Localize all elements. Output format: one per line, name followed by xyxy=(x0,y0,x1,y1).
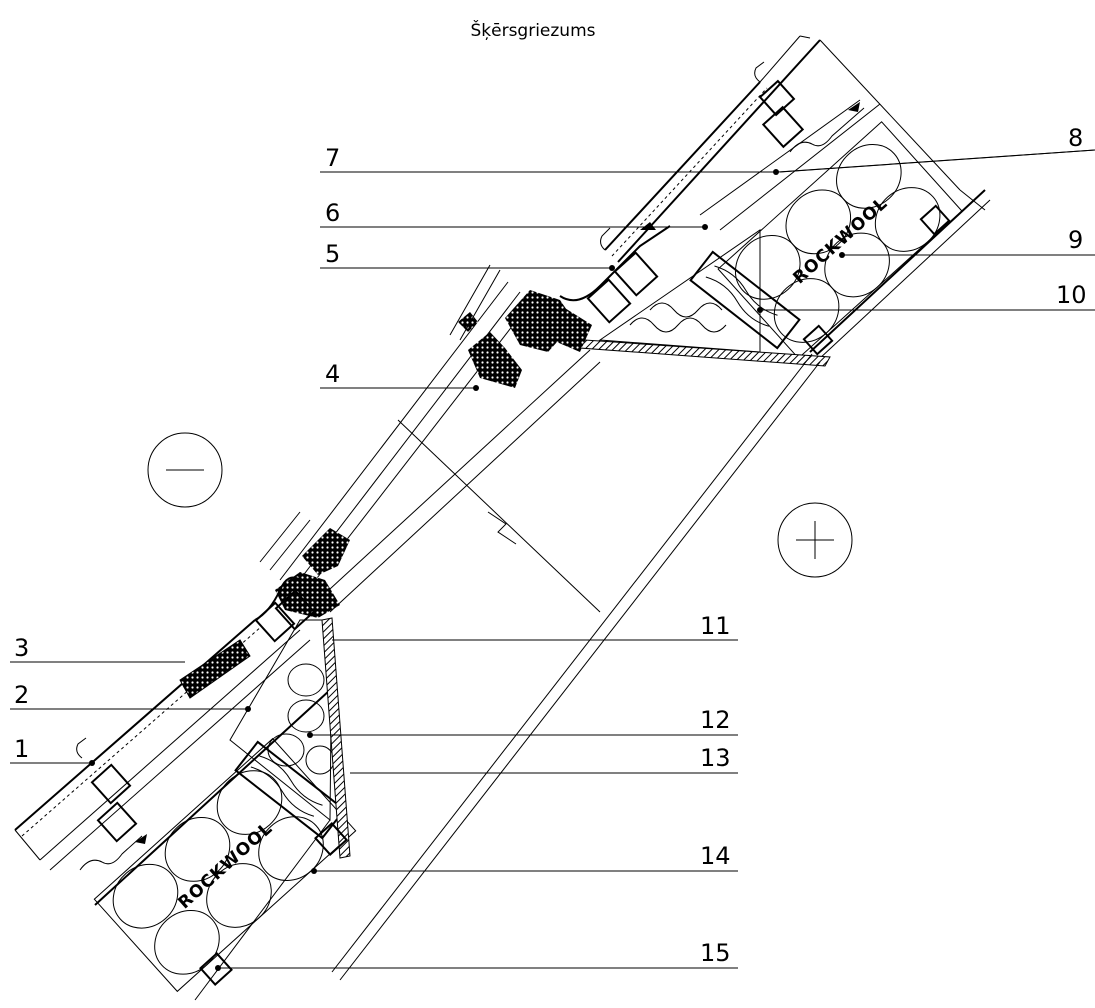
lower-roof-layers xyxy=(14,576,331,906)
lower-battens xyxy=(90,589,348,986)
lower-lining-board xyxy=(321,617,351,859)
plus-zone-symbol xyxy=(777,502,853,578)
upper-frame-profile xyxy=(449,264,592,388)
leader-dots xyxy=(89,169,845,971)
lower-flashing-strip xyxy=(179,639,251,699)
upper-lining-board xyxy=(579,339,831,367)
upper-roof-layers xyxy=(600,35,991,361)
callout-3: 3 xyxy=(14,634,29,662)
glazing-unit xyxy=(194,281,821,1001)
lower-frame-profile xyxy=(259,511,350,618)
callout-1: 1 xyxy=(14,735,29,763)
upper-insulation-brand: ROCKWOOL xyxy=(790,193,892,288)
callout-6: 6 xyxy=(325,199,340,227)
upper-wedge-insulation xyxy=(598,229,761,353)
callout-12: 12 xyxy=(700,706,731,734)
callout-9: 9 xyxy=(1068,226,1083,254)
minus-zone-symbol xyxy=(147,432,223,508)
upper-batten xyxy=(689,250,801,350)
leaders-left xyxy=(10,171,775,764)
callout-10: 10 xyxy=(1056,281,1087,309)
upper-battens xyxy=(586,79,951,356)
callout-13: 13 xyxy=(700,744,731,772)
callout-4: 4 xyxy=(325,360,340,388)
callout-8: 8 xyxy=(1068,124,1083,152)
upper-flashing-tip xyxy=(640,222,656,230)
lower-batten xyxy=(234,740,346,840)
callout-5: 5 xyxy=(325,240,340,268)
leaders-right xyxy=(218,149,1095,969)
callout-7: 7 xyxy=(325,144,340,172)
drawing-title: Šķērsgriezums xyxy=(470,19,595,41)
upper-insulation: ROCKWOOL xyxy=(717,121,963,359)
callout-15: 15 xyxy=(700,939,731,967)
lower-insulation: ROCKWOOL xyxy=(93,737,357,993)
upper-flashing xyxy=(559,225,671,302)
callout-14: 14 xyxy=(700,842,731,870)
callout-2: 2 xyxy=(14,681,29,709)
callout-11: 11 xyxy=(700,612,731,640)
